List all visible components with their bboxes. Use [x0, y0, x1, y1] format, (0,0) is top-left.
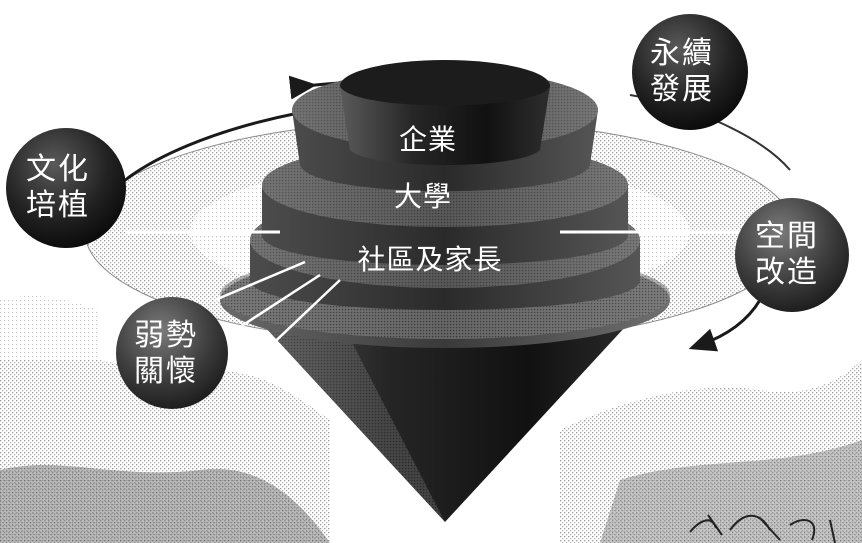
connector-lines	[125, 230, 740, 371]
bubble-disadvantaged	[116, 297, 228, 409]
bubble-space	[735, 198, 849, 312]
layer-label-enterprise: 企業	[398, 123, 458, 156]
bubble-disadvantaged-line-2: 關懷	[134, 354, 198, 389]
bubble-disadvantaged-line-1: 弱勢	[134, 318, 198, 353]
bubble-label-disadvantaged: 弱勢 關懷	[134, 318, 198, 390]
bubble-sustainable-line-1: 永續	[650, 36, 714, 71]
bubble-space-line-2: 改造	[755, 255, 819, 290]
bubble-label-sustainable: 永續 發展	[650, 36, 714, 108]
enterprise-layer	[292, 60, 598, 192]
cone-body	[240, 300, 650, 522]
bubble-label-space: 空間 改造	[755, 219, 819, 291]
bubble-label-culture: 文化 培植	[26, 152, 90, 224]
bubble-sustainable	[632, 14, 748, 130]
bubble-culture-line-1: 文化	[26, 152, 90, 187]
bubble-culture	[6, 128, 126, 248]
layer-label-university: 大學	[393, 180, 453, 213]
bubble-sustainable-line-2: 發展	[650, 72, 714, 107]
bubble-culture-line-2: 培植	[26, 188, 90, 223]
layer-label-community: 社區及家長	[357, 243, 503, 276]
signature-scribble	[689, 514, 836, 543]
bubble-space-line-1: 空間	[755, 219, 819, 254]
